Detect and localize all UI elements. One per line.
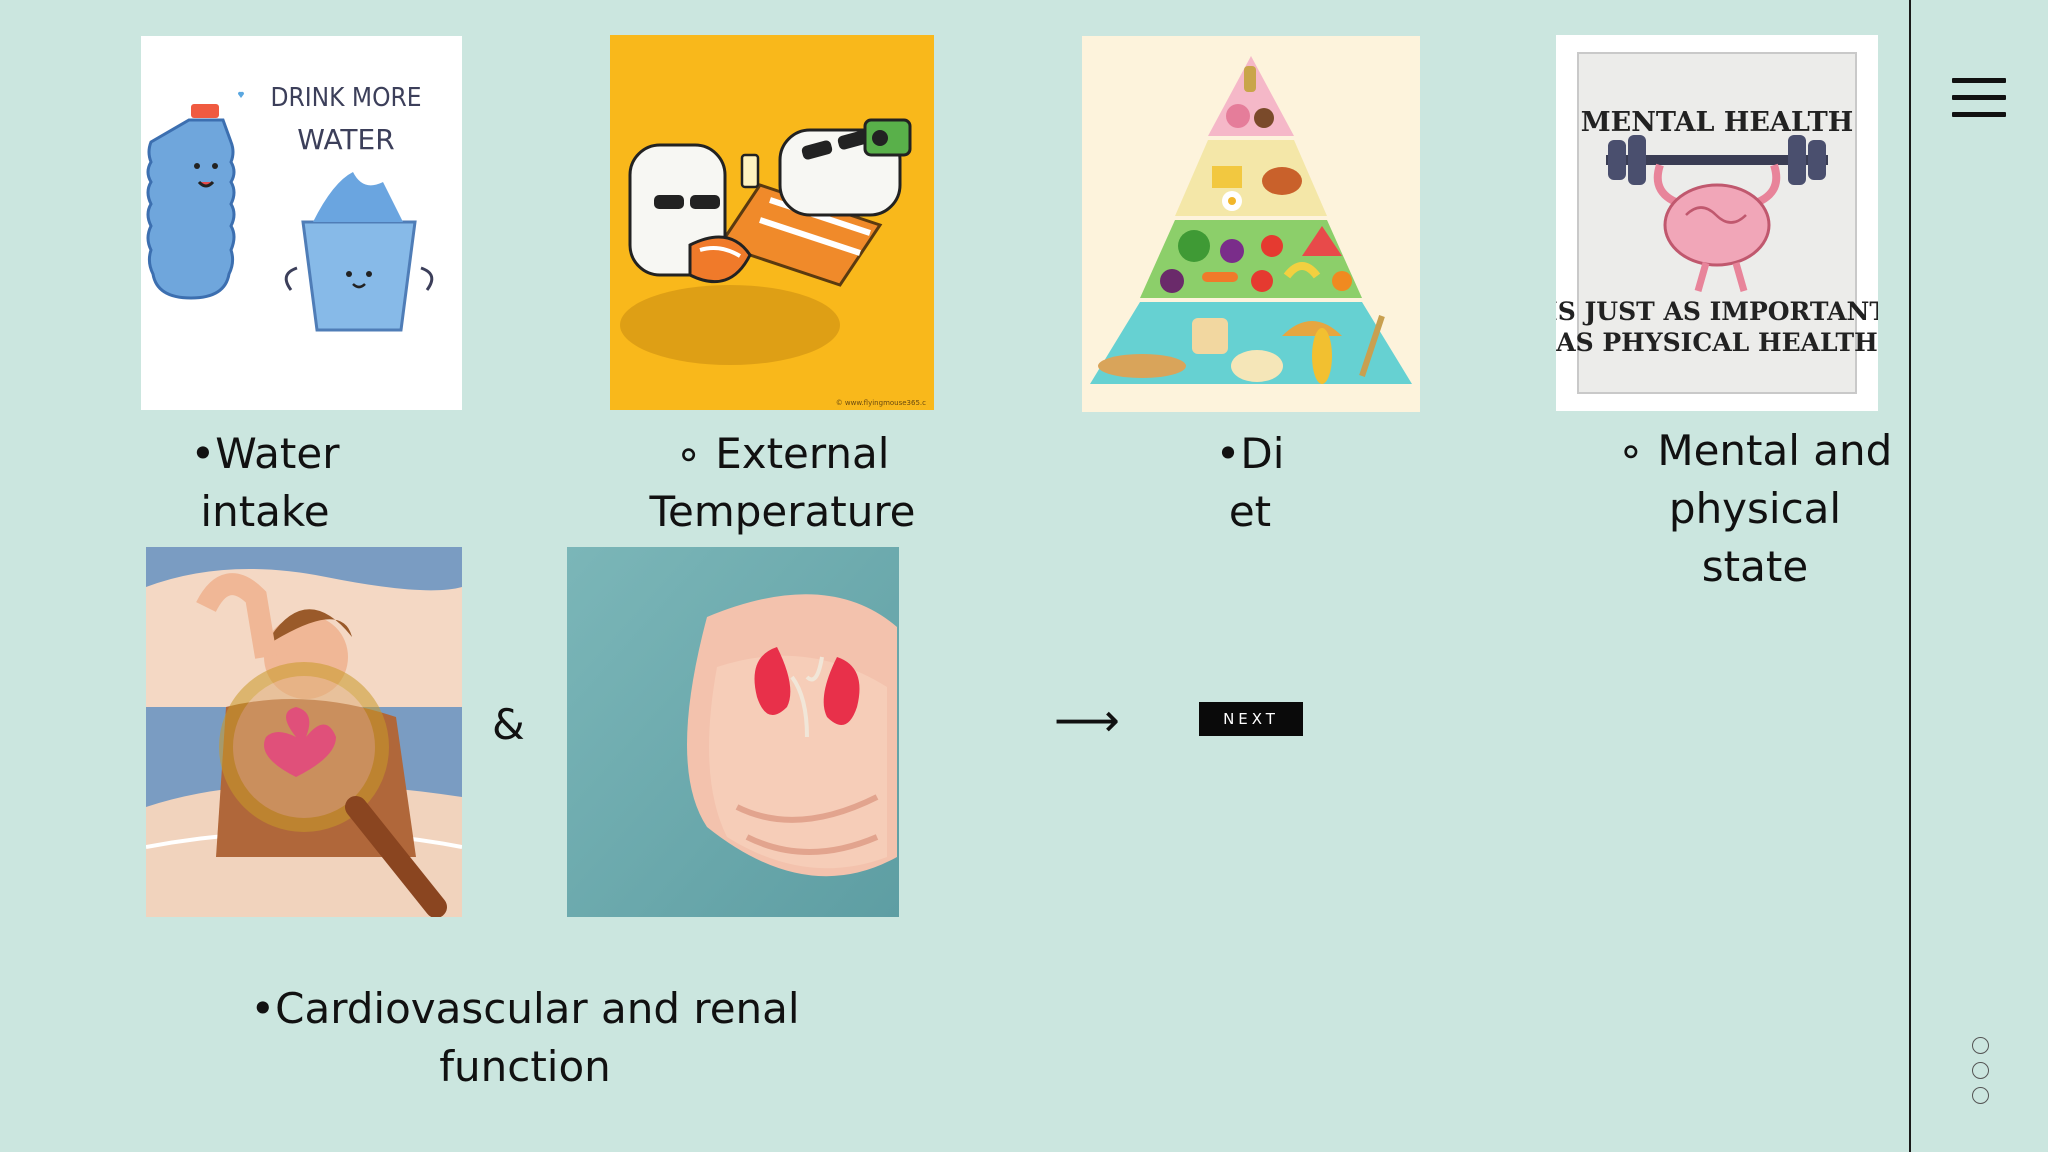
kidney-hands-image [567,547,899,917]
caption-diet-line1: •Di [1215,429,1285,478]
caption-cardio-line1: •Cardiovascular and renal [250,984,800,1033]
caption-mental-line2: physical [1668,484,1842,533]
caption-mental-line3: state [1701,542,1809,591]
caption-temperature-line2: Temperature [649,487,916,536]
next-button[interactable]: NEXT [1199,702,1303,736]
right-rail-divider [1909,0,1911,1152]
caption-cardio-line2: function [439,1042,611,1091]
mental-image-bottom-text-1: IS JUST AS IMPORTANT [1556,297,1878,326]
water-intake-image: DRINK MORE WATER [141,36,462,410]
caption-cardiovascular-renal: •Cardiovascular and renal function [250,980,800,1096]
caption-diet: •Di et [1205,425,1295,541]
menu-icon[interactable] [1952,78,2006,118]
mental-health-image: MENTAL HEALTH IS JUST AS IMPORTANT AS PH… [1556,35,1878,411]
caption-water-line1: •Water [190,429,340,478]
water-image-text-2: WATER [297,123,394,156]
external-temperature-image: © www.flyingmouse365.c [610,35,934,410]
caption-mental-physical: ∘ Mental and physical state [1600,422,1910,596]
diet-pyramid-image [1082,36,1420,412]
ampersand-text: & [492,700,525,749]
caption-mental-line1: ∘ Mental and [1617,426,1893,475]
temperature-image-credit: © www.flyingmouse365.c [836,399,926,407]
caption-external-temperature: ∘ External Temperature [640,425,925,541]
mental-image-top-text: MENTAL HEALTH [1581,107,1854,138]
slide-dot-icon-3[interactable] [1972,1087,1989,1104]
caption-temperature-line1: ∘ External [675,429,890,478]
caption-water-intake: •Water intake [190,425,340,541]
caption-diet-line2: et [1228,487,1272,536]
slide-dot-icon-2[interactable] [1972,1062,1989,1079]
water-image-text-1: DRINK MORE [270,83,421,113]
mental-image-bottom-text-2: AS PHYSICAL HEALTH [1556,328,1878,357]
arrow-right-icon[interactable]: ⟶ [1054,693,1120,747]
slide-dot-icon-1[interactable] [1972,1037,1989,1054]
cardiovascular-image [146,547,462,917]
caption-water-line2: intake [200,487,330,536]
